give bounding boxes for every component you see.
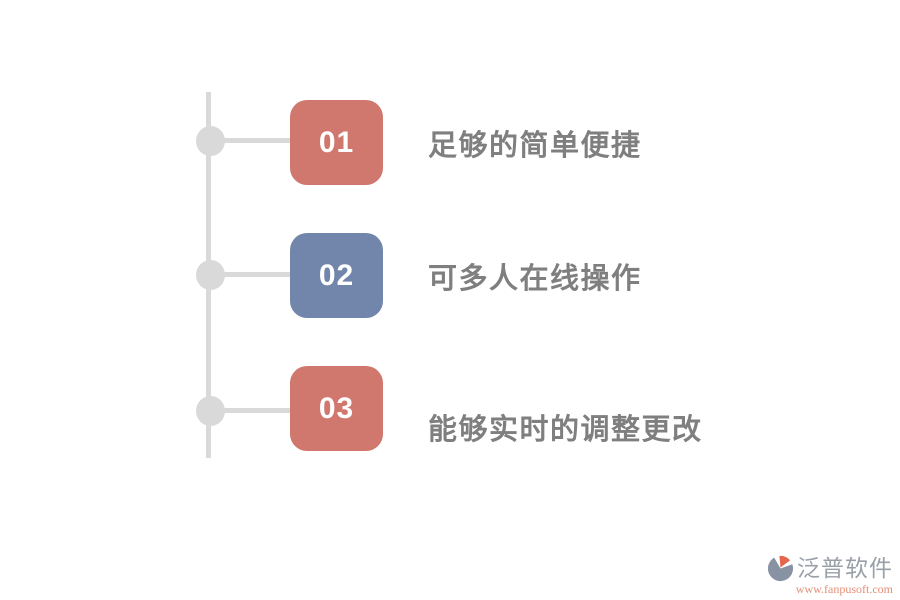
- timeline-connector: [210, 408, 292, 413]
- brand-watermark: 泛普软件 www.fanpusoft.com: [766, 554, 893, 596]
- step-label-01: 足够的简单便捷: [428, 130, 642, 162]
- fanpu-logo-icon: [767, 555, 794, 581]
- timeline-connector: [210, 272, 292, 277]
- brand-name: 泛普软件: [797, 554, 893, 581]
- step-label-02: 可多人在线操作: [428, 263, 642, 295]
- step-badge-01: 01: [290, 100, 383, 185]
- step-label-03: 能够实时的调整更改: [428, 414, 703, 446]
- step-badge-03: 03: [290, 366, 383, 451]
- timeline-connector: [210, 138, 292, 143]
- step-badge-02: 02: [290, 233, 383, 318]
- brand-url: www.fanpusoft.com: [795, 581, 893, 596]
